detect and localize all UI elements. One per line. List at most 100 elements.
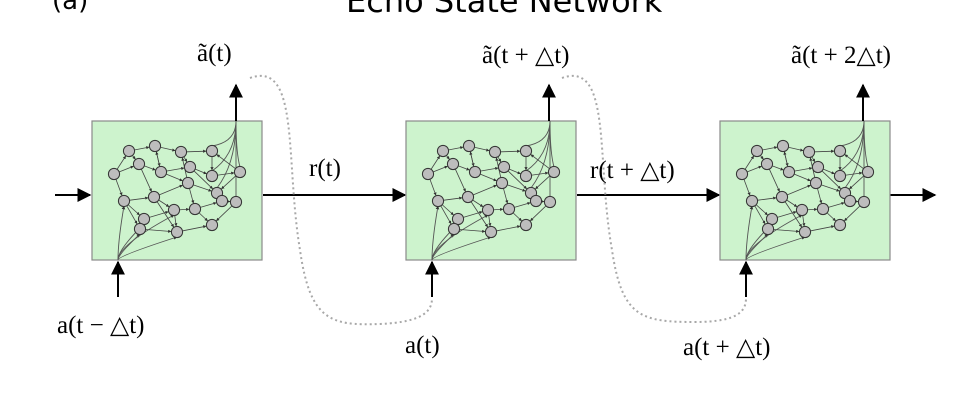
reservoir-neuron <box>488 145 502 159</box>
reservoir-neuron <box>802 145 816 159</box>
reservoir-neuron <box>857 195 871 209</box>
recurrent-connection <box>821 184 840 192</box>
recurrent-connection <box>772 165 784 171</box>
recurrent-connection <box>149 211 169 218</box>
recurrent-connection <box>773 229 800 233</box>
recurrent-connection <box>159 184 183 196</box>
reservoir-neuron <box>782 165 796 179</box>
reservoir-neuron <box>148 139 162 153</box>
recurrent-connection <box>193 184 212 192</box>
reservoir-neuron <box>174 145 188 159</box>
recurrent-connection <box>141 169 152 192</box>
reservoir-neuron <box>446 157 460 171</box>
recurrent-connection <box>158 199 170 208</box>
recurrent-connection <box>531 171 549 176</box>
reservoir-neuron <box>461 190 475 204</box>
recurrent-connection <box>509 168 521 175</box>
recurrent-connection <box>463 211 483 218</box>
recurrent-connection <box>503 188 509 204</box>
reservoir-neuron <box>183 160 197 174</box>
reservoir-neuron <box>543 195 557 209</box>
reservoir-neuron <box>529 194 543 208</box>
recurrent-connection <box>186 149 207 153</box>
recurrent-connection <box>769 169 780 192</box>
recurrent-connection <box>166 166 185 172</box>
reservoir-neuron <box>798 225 812 239</box>
recurrent-connection <box>743 179 751 196</box>
recurrent-connection <box>823 168 835 175</box>
reservoir-neuron <box>750 144 764 158</box>
recurrent-connection <box>817 188 823 204</box>
recurrent-connection <box>443 196 463 201</box>
reservoir-neuron <box>132 157 146 171</box>
reservoir-neuron <box>229 195 243 209</box>
input-connection <box>117 236 178 261</box>
recurrent-connection <box>472 199 484 208</box>
recurrent-connection <box>144 165 156 171</box>
input-label-t: a(t) <box>405 332 440 359</box>
reservoir-neuron <box>215 194 229 208</box>
recurrent-connection <box>195 168 207 175</box>
recurrent-connection <box>182 225 207 232</box>
state-label-t: r(t) <box>309 155 341 182</box>
recurrent-connection <box>134 146 150 151</box>
recurrent-connection <box>156 201 175 228</box>
recurrent-connection <box>473 184 497 196</box>
feedback-path-1 <box>249 74 433 326</box>
recurrent-connection <box>757 196 777 201</box>
recurrent-connection <box>760 155 764 160</box>
recurrent-connection <box>802 215 806 227</box>
reservoir-box-3 <box>719 120 891 261</box>
recurrent-connection <box>145 229 172 233</box>
recurrent-connection <box>119 165 134 173</box>
recurrent-connection <box>514 201 531 208</box>
reservoir-neuron <box>167 203 181 217</box>
recurrent-connection <box>440 206 452 225</box>
output-label-t: ã(t) <box>197 40 232 67</box>
reservoir-neuron <box>147 190 161 204</box>
recurrent-connection <box>194 170 213 190</box>
reservoir-neuron <box>122 144 136 158</box>
recurrent-connection <box>756 204 768 216</box>
recurrent-connection <box>500 149 521 153</box>
recurrent-connection <box>155 151 161 167</box>
reservoir-neuron <box>205 144 219 158</box>
reservoir-neuron <box>761 222 775 236</box>
reservoir-neuron <box>833 218 847 232</box>
recurrent-connection <box>470 201 489 228</box>
input-connection <box>117 205 126 261</box>
reservoir-neuron <box>497 160 511 174</box>
reservoir-neuron <box>436 144 450 158</box>
output-label-t-plus-dt: ã(t + △t) <box>482 42 570 69</box>
reservoir-neuron <box>447 222 461 236</box>
reservoir-neuron <box>519 169 533 183</box>
recurrent-connection <box>810 225 835 232</box>
reservoir-neuron <box>468 165 482 179</box>
recurrent-connection <box>507 184 526 192</box>
input-connection <box>431 214 489 261</box>
reservoir-neuron <box>775 190 789 204</box>
recurrent-connection <box>784 201 803 228</box>
recurrent-connection <box>469 151 475 167</box>
input-label-t-minus-dt: a(t − △t) <box>57 312 145 339</box>
reservoir-neuron <box>547 165 561 179</box>
recurrent-connection <box>828 201 845 208</box>
recurrent-connection <box>183 156 188 163</box>
input-label-t-plus-dt: a(t + △t) <box>683 334 771 361</box>
reservoir-neuron <box>495 176 509 190</box>
recurrent-connection <box>455 169 466 192</box>
recurrent-connection <box>794 173 811 182</box>
recurrent-connection <box>458 165 470 171</box>
recurrent-connection <box>189 188 195 204</box>
recurrent-connection <box>762 146 778 151</box>
reservoir-neuron <box>117 194 131 208</box>
recurrent-connection <box>844 205 860 222</box>
recurrent-connection <box>126 206 138 225</box>
recurrent-connection <box>814 149 835 153</box>
reservoir-box-2 <box>405 120 577 261</box>
recurrent-connection <box>849 175 864 190</box>
reservoir-neuron <box>861 165 875 179</box>
reservoir-neuron <box>107 167 121 181</box>
recurrent-connection <box>788 146 804 152</box>
panel-label: (a) <box>52 0 89 16</box>
